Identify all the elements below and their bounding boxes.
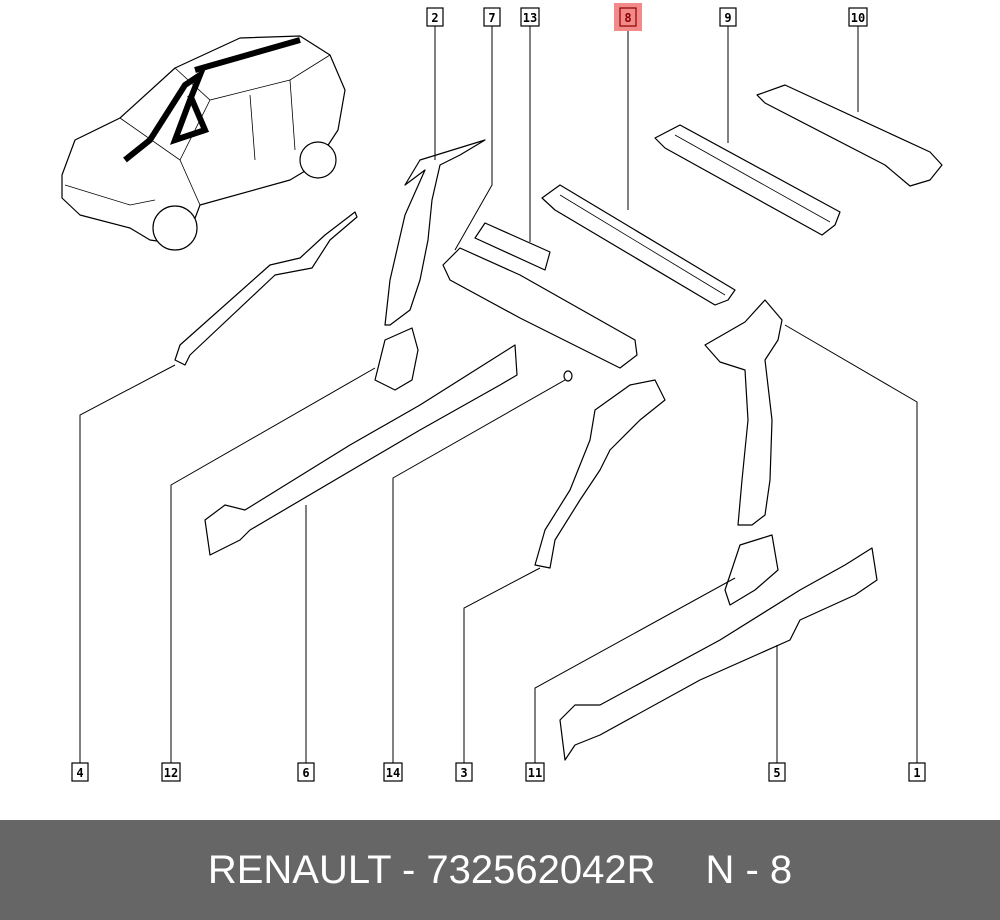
- callout-6: 6: [297, 762, 315, 782]
- callout-number: 9: [724, 11, 731, 25]
- leader-line-11: [534, 577, 736, 763]
- callout-14: 14: [383, 762, 403, 782]
- part-12-bracket: [374, 327, 419, 391]
- callout-number: 5: [773, 766, 780, 780]
- part-13-reinforcement: [474, 222, 551, 271]
- callout-2: 2: [426, 7, 444, 27]
- leader-line-3: [463, 567, 541, 763]
- leader-line-4: [79, 364, 176, 763]
- part-number-text: RENAULT - 732562042R: [207, 847, 656, 892]
- callout-number: 10: [851, 11, 865, 25]
- callout-number: 3: [460, 766, 467, 780]
- part-3-a-pillar-lower: [534, 379, 666, 569]
- part-7-front-header: [442, 247, 638, 369]
- part-1-b-pillar: [704, 299, 783, 526]
- callout-9: 9: [719, 7, 737, 27]
- part-8-roof-bow: [541, 184, 736, 306]
- callout-7: 7: [483, 7, 501, 27]
- position-text: N - 8: [705, 847, 793, 892]
- callout-number: 12: [164, 766, 178, 780]
- leader-line-7: [454, 26, 493, 251]
- callout-number: 7: [488, 11, 495, 25]
- callout-3: 3: [455, 762, 473, 782]
- callout-number: 8: [624, 11, 631, 25]
- part-11-bracket: [724, 534, 779, 606]
- callout-11: 11: [525, 762, 545, 782]
- callout-number: 11: [528, 766, 542, 780]
- callout-1: 1: [908, 762, 926, 782]
- part-2-a-pillar-upper: [384, 139, 486, 326]
- callout-4: 4: [71, 762, 89, 782]
- part-10-rear-header: [756, 84, 943, 187]
- leader-line-12: [170, 367, 376, 763]
- callout-10: 10: [848, 7, 868, 27]
- callout-13: 13: [520, 7, 540, 27]
- callout-number: 13: [523, 11, 537, 25]
- callout-number: 6: [302, 766, 309, 780]
- callout-12: 12: [161, 762, 181, 782]
- part-5-sill-outer: [559, 547, 878, 761]
- leader-line-1: [784, 324, 918, 763]
- callout-number: 4: [76, 766, 83, 780]
- footer-bar: RENAULT - 732562042R N - 8: [0, 820, 1000, 920]
- callout-8: 8: [614, 3, 642, 31]
- part-6-sill-inner: [204, 344, 518, 556]
- parts-diagram: 2 7 13 8 9 10 4 12 6 14 3 11 5 1: [61, 3, 943, 782]
- part-9-roof-bow: [654, 124, 841, 236]
- part-4-roof-rail: [174, 211, 358, 366]
- callout-number: 1: [913, 766, 920, 780]
- callout-5: 5: [768, 762, 786, 782]
- callout-number: 2: [431, 11, 438, 25]
- vehicle-illustration: [61, 35, 346, 251]
- leader-line-14: [392, 379, 566, 763]
- callout-number: 14: [386, 766, 400, 780]
- part-14-nut: [563, 370, 573, 382]
